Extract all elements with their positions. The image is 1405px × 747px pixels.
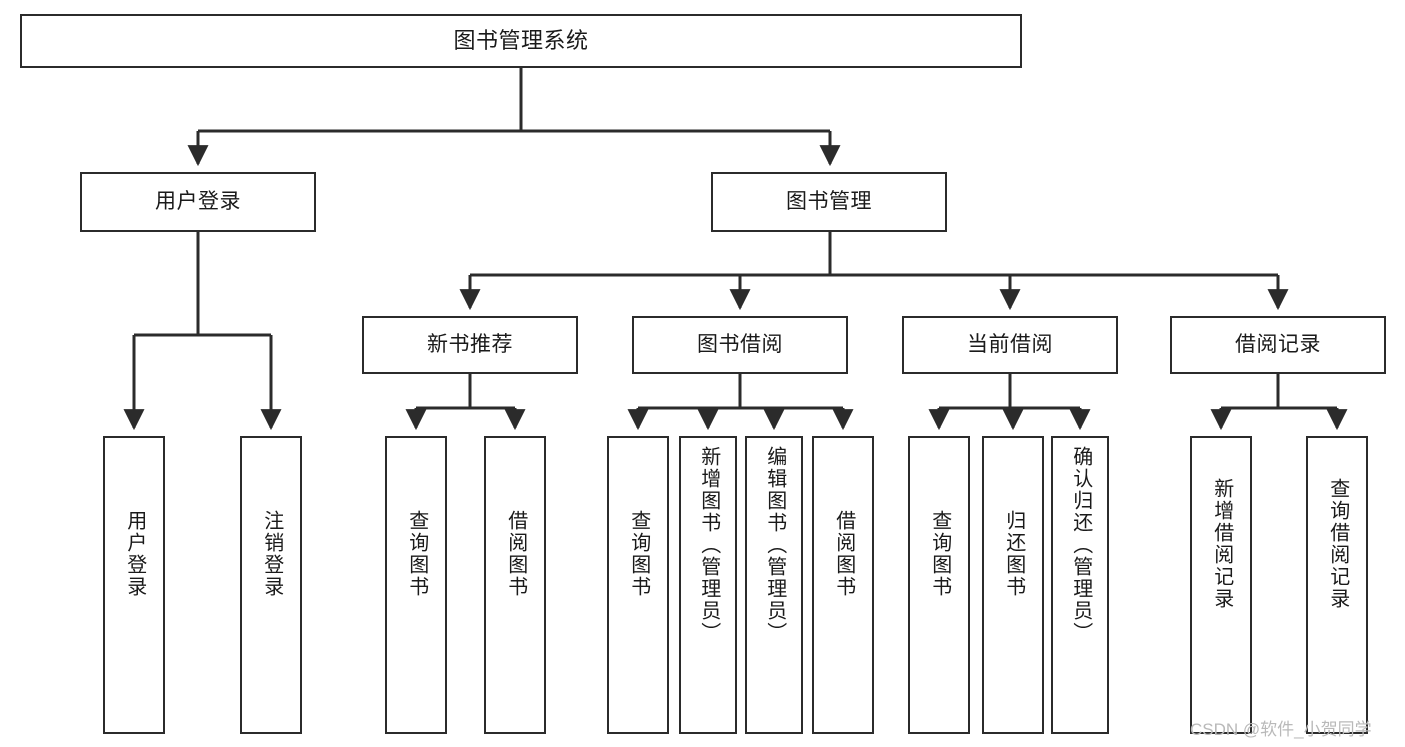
node-leaf-query-record[interactable]: 查询借阅记录 bbox=[1306, 436, 1368, 734]
node-leaf-borrow-book-bw-label: 借阅图书 bbox=[832, 510, 855, 598]
node-borrow-record-label: 借阅记录 bbox=[1235, 333, 1321, 357]
node-book-borrow-label: 图书借阅 bbox=[697, 333, 783, 357]
node-leaf-add-record-label: 新增借阅记录 bbox=[1210, 478, 1233, 610]
node-leaf-edit-book[interactable]: 编辑图书（管理员） bbox=[745, 436, 803, 734]
node-leaf-return-book[interactable]: 归还图书 bbox=[982, 436, 1044, 734]
csdn-watermark: CSDN @软件_小贺同学 bbox=[1190, 720, 1372, 739]
node-borrow-record[interactable]: 借阅记录 bbox=[1170, 316, 1386, 374]
node-leaf-borrow-book-rec[interactable]: 借阅图书 bbox=[484, 436, 546, 734]
node-user-login[interactable]: 用户登录 bbox=[80, 172, 316, 232]
node-new-book-rec-label: 新书推荐 bbox=[427, 333, 513, 357]
node-user-login-label: 用户登录 bbox=[155, 190, 241, 214]
node-leaf-borrow-book-bw[interactable]: 借阅图书 bbox=[812, 436, 874, 734]
node-leaf-query-book-rec[interactable]: 查询图书 bbox=[385, 436, 447, 734]
node-leaf-user-logout-label: 注销登录 bbox=[260, 510, 283, 598]
node-leaf-add-record[interactable]: 新增借阅记录 bbox=[1190, 436, 1252, 734]
node-leaf-user-logout[interactable]: 注销登录 bbox=[240, 436, 302, 734]
node-book-borrow[interactable]: 图书借阅 bbox=[632, 316, 848, 374]
node-leaf-edit-book-label: 编辑图书（管理员） bbox=[763, 446, 786, 644]
node-leaf-add-book[interactable]: 新增图书（管理员） bbox=[679, 436, 737, 734]
node-leaf-confirm-return[interactable]: 确认归还（管理员） bbox=[1051, 436, 1109, 734]
node-new-book-rec[interactable]: 新书推荐 bbox=[362, 316, 578, 374]
node-book-manage[interactable]: 图书管理 bbox=[711, 172, 947, 232]
node-leaf-return-book-label: 归还图书 bbox=[1002, 510, 1025, 598]
node-leaf-borrow-book-rec-label: 借阅图书 bbox=[504, 510, 527, 598]
node-leaf-query-book-bw[interactable]: 查询图书 bbox=[607, 436, 669, 734]
node-root-label: 图书管理系统 bbox=[453, 27, 589, 53]
node-leaf-add-book-label: 新增图书（管理员） bbox=[697, 446, 720, 644]
node-leaf-confirm-return-label: 确认归还（管理员） bbox=[1069, 446, 1092, 644]
node-leaf-query-record-label: 查询借阅记录 bbox=[1326, 478, 1349, 610]
node-leaf-query-book-cb-label: 查询图书 bbox=[928, 510, 951, 598]
node-leaf-query-book-rec-label: 查询图书 bbox=[405, 510, 428, 598]
node-current-borrow-label: 当前借阅 bbox=[967, 333, 1053, 357]
node-leaf-query-book-cb[interactable]: 查询图书 bbox=[908, 436, 970, 734]
node-book-manage-label: 图书管理 bbox=[786, 190, 872, 214]
node-root[interactable]: 图书管理系统 bbox=[20, 14, 1022, 68]
node-leaf-user-login-label: 用户登录 bbox=[123, 510, 146, 598]
node-leaf-query-book-bw-label: 查询图书 bbox=[627, 510, 650, 598]
node-current-borrow[interactable]: 当前借阅 bbox=[902, 316, 1118, 374]
node-leaf-user-login[interactable]: 用户登录 bbox=[103, 436, 165, 734]
